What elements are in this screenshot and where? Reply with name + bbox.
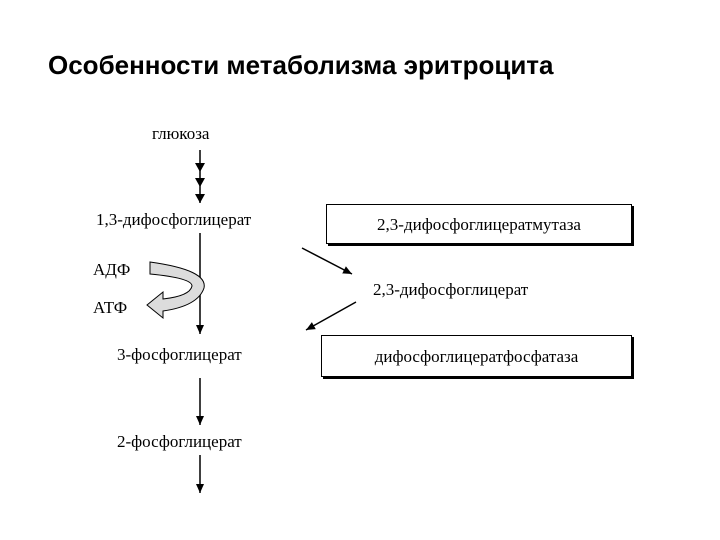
pg-3-label: 3-фосфоглицерат — [117, 345, 242, 364]
arrowhead-3 — [195, 194, 205, 203]
adp-label: АДФ — [93, 260, 131, 279]
page-title: Особенности метаболизма эритроцита — [48, 50, 554, 80]
arrowhead-2 — [195, 178, 205, 187]
phosphatase-enzyme-box: дифосфоглицератфосфатаза — [321, 335, 632, 377]
phosphatase-enzyme-label: дифосфоглицератфосфатаза — [374, 346, 579, 366]
mutase-enzyme-box: 2,3-дифосфоглицератмутаза — [326, 204, 632, 244]
pg-2-label: 2-фосфоглицерат — [117, 432, 242, 451]
adp-atp-curved-arrow — [146, 261, 205, 320]
glucose-label: глюкоза — [152, 124, 210, 143]
bpg-23-label: 2,3-дифосфоглицерат — [373, 280, 529, 299]
arrow-23bpg-to-3pg — [305, 301, 357, 331]
arrowhead-1 — [195, 163, 205, 172]
arrow-13bpg-to-23bpg — [301, 247, 353, 275]
atp-label: АТФ — [93, 298, 128, 317]
bpg-13-label: 1,3-дифосфоглицерат — [96, 210, 252, 229]
mutase-enzyme-label: 2,3-дифосфоглицератмутаза — [377, 214, 581, 234]
